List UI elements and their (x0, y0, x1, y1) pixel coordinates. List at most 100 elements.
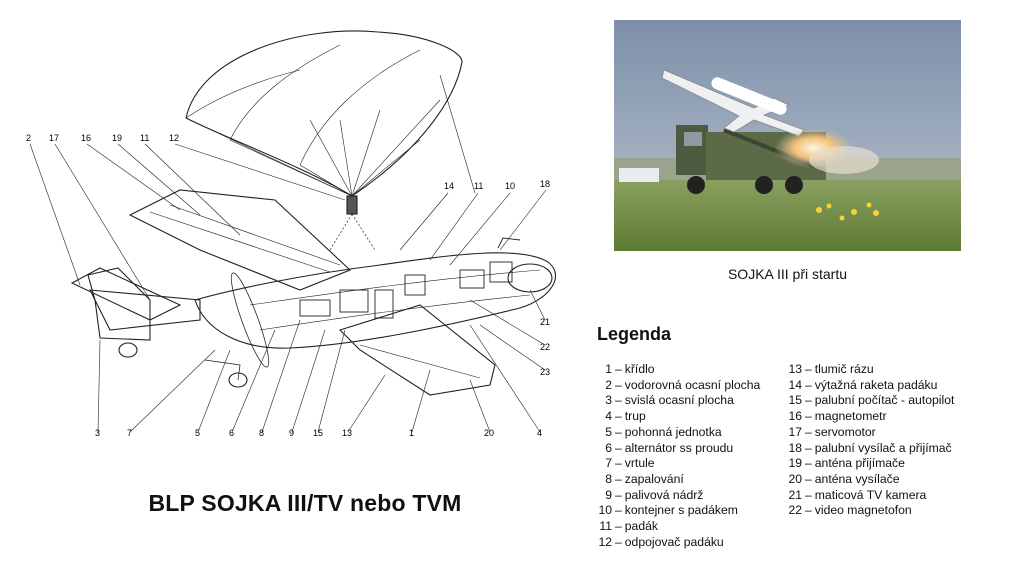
callout-18: 18 (540, 179, 550, 189)
legend-item: 4–trup (597, 409, 760, 425)
callout-14: 14 (444, 181, 454, 191)
callout-21: 21 (540, 317, 550, 327)
callout-12: 12 (169, 133, 179, 143)
legend-item-number: 15 (788, 393, 802, 408)
legend-item: 16–magnetometr (788, 409, 887, 424)
legend-title: Legenda (597, 324, 672, 344)
diagram-title: BLP SOJKA III/TV nebo TVM (148, 490, 462, 516)
vertical-tail (87, 267, 151, 341)
legend-item-label: zapalování (624, 471, 684, 486)
callout-19: 19 (112, 133, 122, 143)
legend-item: 15–palubní počítač - autopilot (788, 393, 955, 408)
legend-item-label: alternátor ss proudu (624, 440, 734, 455)
legend-item-number: 2 (605, 377, 612, 392)
legend-item-number: 19 (788, 456, 802, 471)
legend-item-label: trup (624, 409, 646, 424)
legend-item: 11–padák (597, 519, 760, 535)
callout-17: 17 (49, 133, 59, 143)
callout-1: 1 (409, 428, 414, 438)
legend-item: 19–anténa přijímače (788, 456, 905, 471)
legend-item-number: 5 (605, 424, 612, 439)
parachute-canopy (185, 30, 463, 197)
callout-7: 7 (127, 428, 132, 438)
legend-item-label: vodorovná ocasní plocha (624, 377, 761, 392)
legend-item-label: tlumič rázu (814, 362, 874, 376)
callout-numbers: 2 17 16 19 11 12 14 11 10 18 21 22 23 3 … (26, 133, 550, 438)
fuselage (194, 252, 557, 349)
legend-item: 18–palubní vysílač a přijímač (788, 440, 952, 455)
callout-10: 10 (505, 181, 515, 191)
legend-item: 5–pohonná jednotka (597, 425, 760, 441)
callout-23: 23 (540, 367, 550, 377)
legend-item-number: 14 (788, 377, 802, 392)
legend-item-label: svislá ocasní plocha (624, 393, 734, 408)
legend-item: 6–alternátor ss proudu (597, 441, 760, 457)
legend-item-label: anténa přijímače (814, 456, 905, 471)
wing-lower (338, 304, 496, 396)
callout-4: 4 (537, 428, 542, 438)
legend-item-number: 12 (598, 534, 612, 549)
legend-item: 3–svislá ocasní plocha (597, 393, 760, 409)
callout-8: 8 (259, 428, 264, 438)
callout-5: 5 (195, 428, 200, 438)
legend-item: 7–vrtule (597, 456, 760, 472)
legend-item-label: vrtule (624, 456, 655, 471)
legend-item: 13–tlumič rázu (788, 362, 874, 376)
legend-item-label: padák (624, 519, 658, 534)
legend-item-label: servomotor (814, 424, 876, 439)
legend-item-number: 9 (605, 487, 612, 502)
callout-22: 22 (540, 342, 550, 352)
callout-2: 2 (26, 133, 31, 143)
callout-11b: 11 (474, 181, 483, 191)
legend-item-label: výtažná raketa padáku (814, 377, 938, 392)
legend-item-number: 20 (788, 471, 802, 486)
legend-item-number: 10 (598, 503, 612, 518)
legend-item-number: 13 (788, 362, 802, 376)
legend-item: 17–servomotor (788, 424, 876, 439)
legend-item-label: palubní počítač - autopilot (814, 393, 955, 408)
tail-boom (89, 289, 201, 331)
legend-item: 2–vodorovná ocasní plocha (597, 378, 760, 394)
callout-16: 16 (81, 133, 91, 143)
callout-20: 20 (484, 428, 494, 438)
legend-item-number: 8 (605, 471, 612, 486)
legend-item: 1–křídlo (597, 362, 760, 378)
legend-item-number: 18 (788, 440, 802, 455)
legend-item-label: pohonná jednotka (624, 424, 722, 439)
drone-technical-drawing: 2 17 16 19 11 12 14 11 10 18 21 22 23 3 … (26, 30, 557, 438)
wing-upper (128, 189, 352, 291)
legend-item-number: 21 (788, 487, 802, 502)
legend-item-number: 6 (605, 440, 612, 455)
legend-item-number: 7 (605, 456, 612, 471)
legend-item-number: 4 (605, 409, 612, 424)
legend-item-number: 16 (788, 409, 802, 424)
legend-item-label: křídlo (624, 362, 655, 376)
callout-3: 3 (95, 428, 100, 438)
legend-item-number: 3 (605, 393, 612, 408)
legend-item-label: video magnetofon (814, 503, 912, 518)
callout-13: 13 (342, 428, 352, 438)
launch-photo (614, 20, 961, 251)
legend-item: 10–kontejner s padákem (598, 503, 738, 518)
legend-item: 20–anténa vysílače (788, 471, 900, 486)
leader-lines (29, 74, 547, 433)
legend-item-label: palubní vysílač a přijímač (814, 440, 952, 455)
legend-item: 12–odpojovač padáku (598, 534, 724, 549)
legend-item-number: 1 (605, 362, 612, 376)
legend-item-number: 22 (788, 503, 802, 518)
parachute-lines (185, 99, 441, 197)
legend-item-label: maticová TV kamera (814, 487, 927, 502)
callout-6: 6 (229, 428, 234, 438)
legend-item: 8–zapalování (597, 472, 760, 488)
callout-15: 15 (313, 428, 323, 438)
legend-item-label: anténa vysílače (814, 471, 900, 486)
legend-item-number: 11 (599, 519, 612, 534)
legend-item-label: kontejner s padákem (624, 503, 738, 518)
legend-item-label: odpojovač padáku (624, 534, 724, 549)
horizontal-tail (70, 267, 182, 321)
legend-item-label: palivová nádrž (624, 487, 704, 502)
callout-11a: 11 (140, 133, 149, 143)
legend-item-label: magnetometr (814, 409, 887, 424)
